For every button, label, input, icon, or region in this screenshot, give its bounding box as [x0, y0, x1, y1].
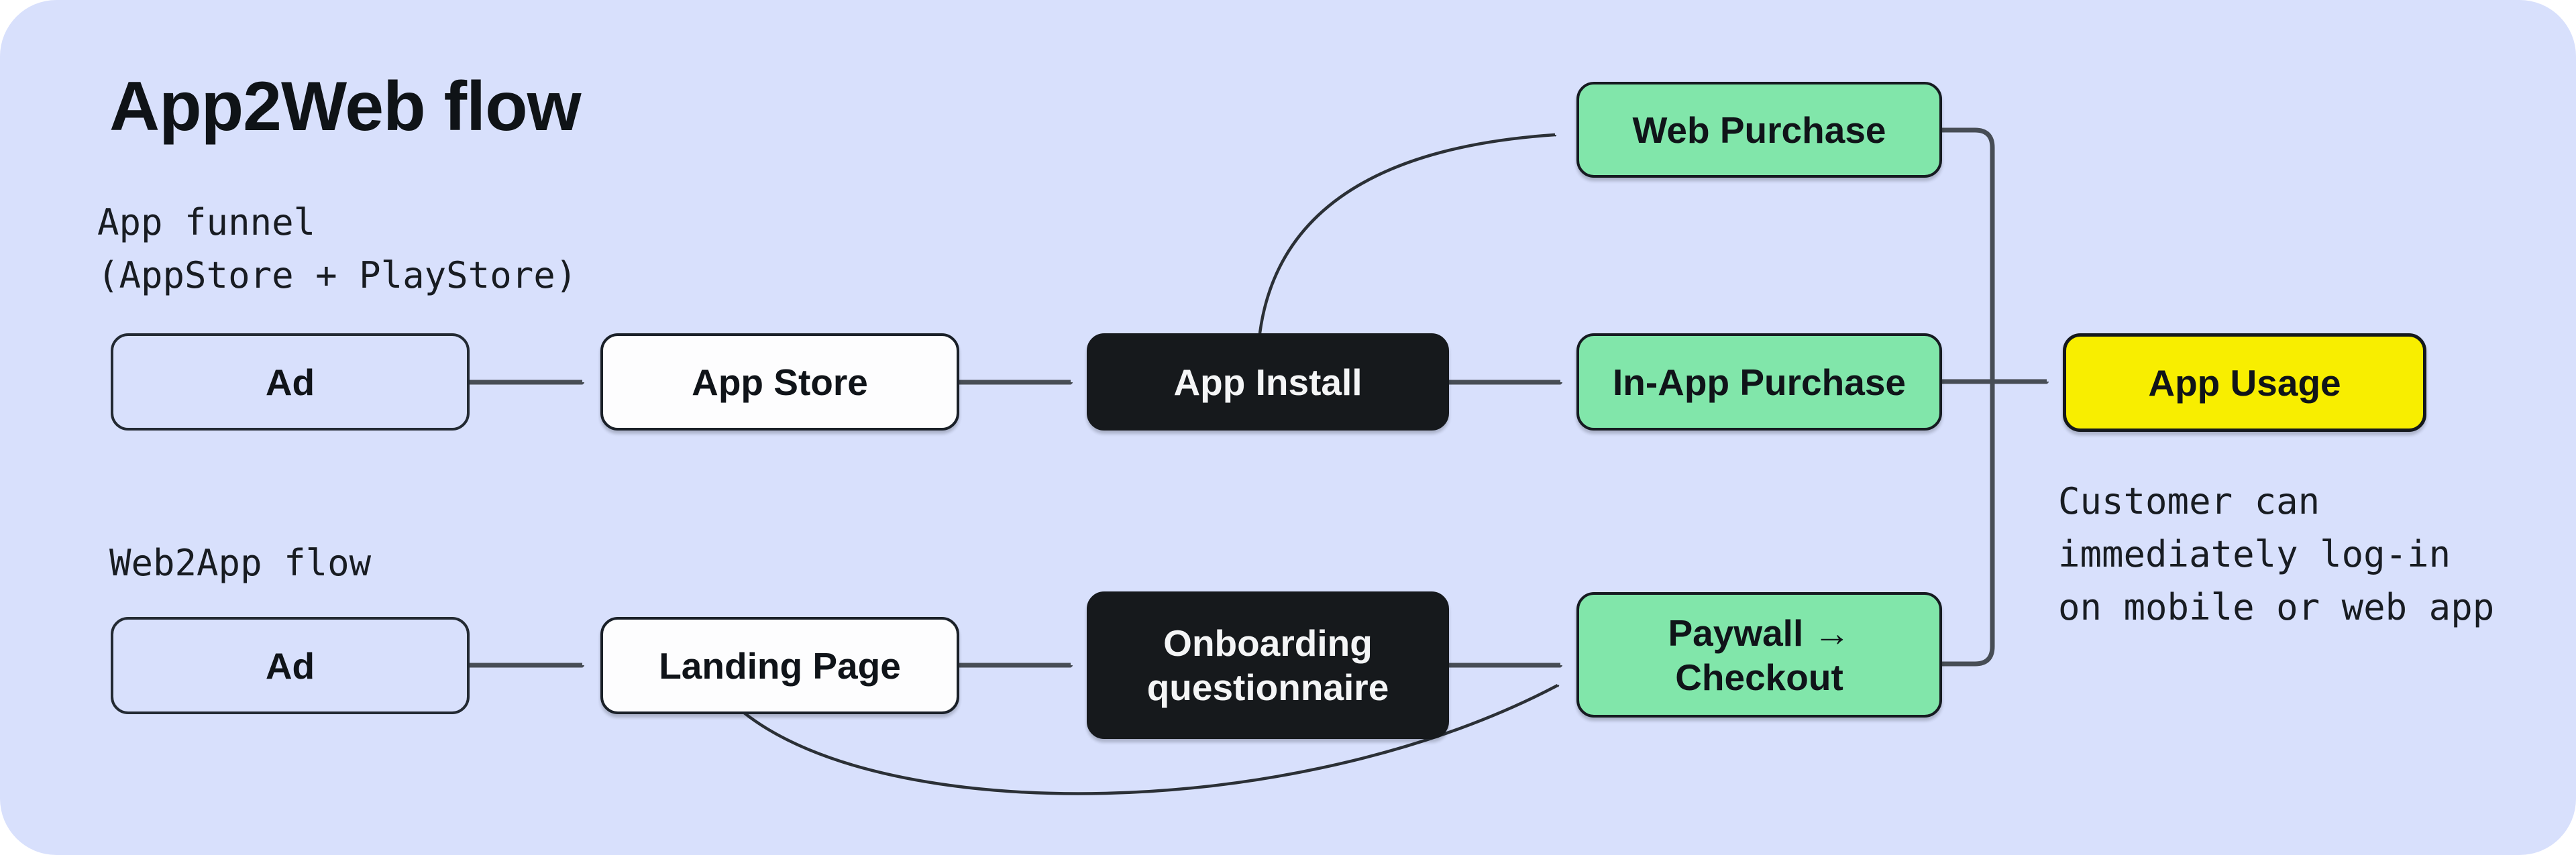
node-app-usage: App Usage	[2063, 333, 2426, 432]
edge-appinstall-to-webpurchase-curve	[1258, 135, 1555, 334]
node-app-install: App Install	[1087, 333, 1449, 431]
web2app-flow-label: Web2App flow	[109, 542, 372, 584]
node-app-store: App Store	[600, 333, 959, 431]
node-web-purchase: Web Purchase	[1576, 82, 1942, 178]
node-paywall-checkout: Paywall → Checkout	[1576, 592, 1942, 718]
node-landing-page: Landing Page	[600, 617, 959, 714]
app-funnel-label: App funnel (AppStore + PlayStore)	[97, 201, 578, 296]
node-ad-web2app: Ad	[111, 617, 470, 714]
edge-webpurchase-paywall-merge	[1935, 127, 1995, 667]
node-ad-app-funnel: Ad	[111, 333, 470, 431]
node-onboarding-questionnaire: Onboarding questionnaire	[1087, 591, 1449, 739]
diagram-title: App2Web flow	[109, 68, 581, 146]
node-in-app-purchase: In-App Purchase	[1576, 333, 1942, 431]
customer-note-label: Customer can immediately log-in on mobil…	[2058, 480, 2495, 628]
